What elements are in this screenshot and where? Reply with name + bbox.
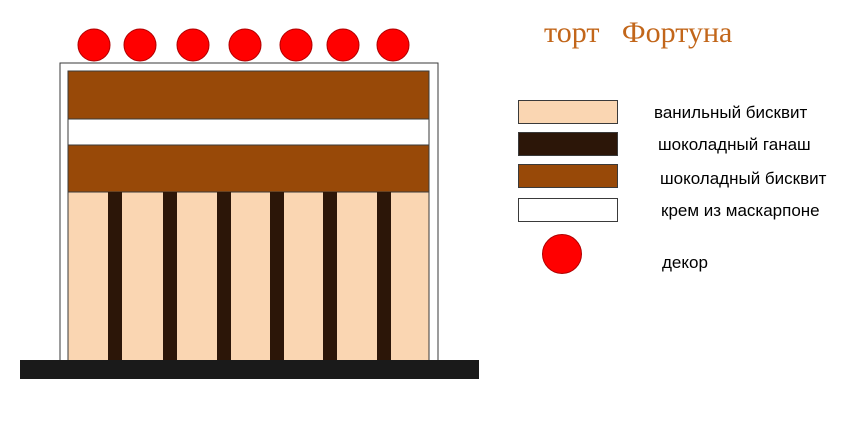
- ganache-stripes: [108, 192, 391, 361]
- mascarpone-layer: [67, 118, 430, 146]
- decor-ball: [326, 28, 360, 62]
- decor-balls: [77, 28, 410, 62]
- ganache-stripe: [108, 192, 122, 361]
- ganache-stripe: [270, 192, 284, 361]
- legend-swatch-decor: [542, 234, 582, 274]
- legend-swatch-vanilla-sponge: [518, 100, 618, 124]
- cake-board: [20, 360, 479, 379]
- chocolate-sponge-layer-top: [67, 70, 430, 120]
- legend-swatch-chocolate-ganache: [518, 132, 618, 156]
- diagram-title: торт Фортуна: [544, 16, 733, 49]
- legend-label-vanilla-sponge: ванильный бисквит: [654, 103, 808, 122]
- legend-label-chocolate-sponge: шоколадный бисквит: [660, 169, 827, 188]
- vanilla-sponge-layer: [67, 191, 430, 362]
- legend-label-chocolate-ganache: шоколадный ганаш: [658, 135, 811, 154]
- decor-ball: [123, 28, 157, 62]
- legend-label-mascarpone-cream: крем из маскарпоне: [661, 201, 820, 220]
- legend-swatch-chocolate-sponge: [518, 164, 618, 188]
- decor-ball: [176, 28, 210, 62]
- ganache-stripe: [377, 192, 391, 361]
- ganache-stripe: [323, 192, 337, 361]
- legend-label-decor: декор: [662, 253, 708, 272]
- decor-ball: [228, 28, 262, 62]
- ganache-stripe: [217, 192, 231, 361]
- legend-swatch-mascarpone-cream: [518, 198, 618, 222]
- decor-ball: [376, 28, 410, 62]
- decor-ball: [279, 28, 313, 62]
- decor-ball: [77, 28, 111, 62]
- ganache-stripe: [163, 192, 177, 361]
- chocolate-sponge-layer-bottom: [67, 144, 430, 193]
